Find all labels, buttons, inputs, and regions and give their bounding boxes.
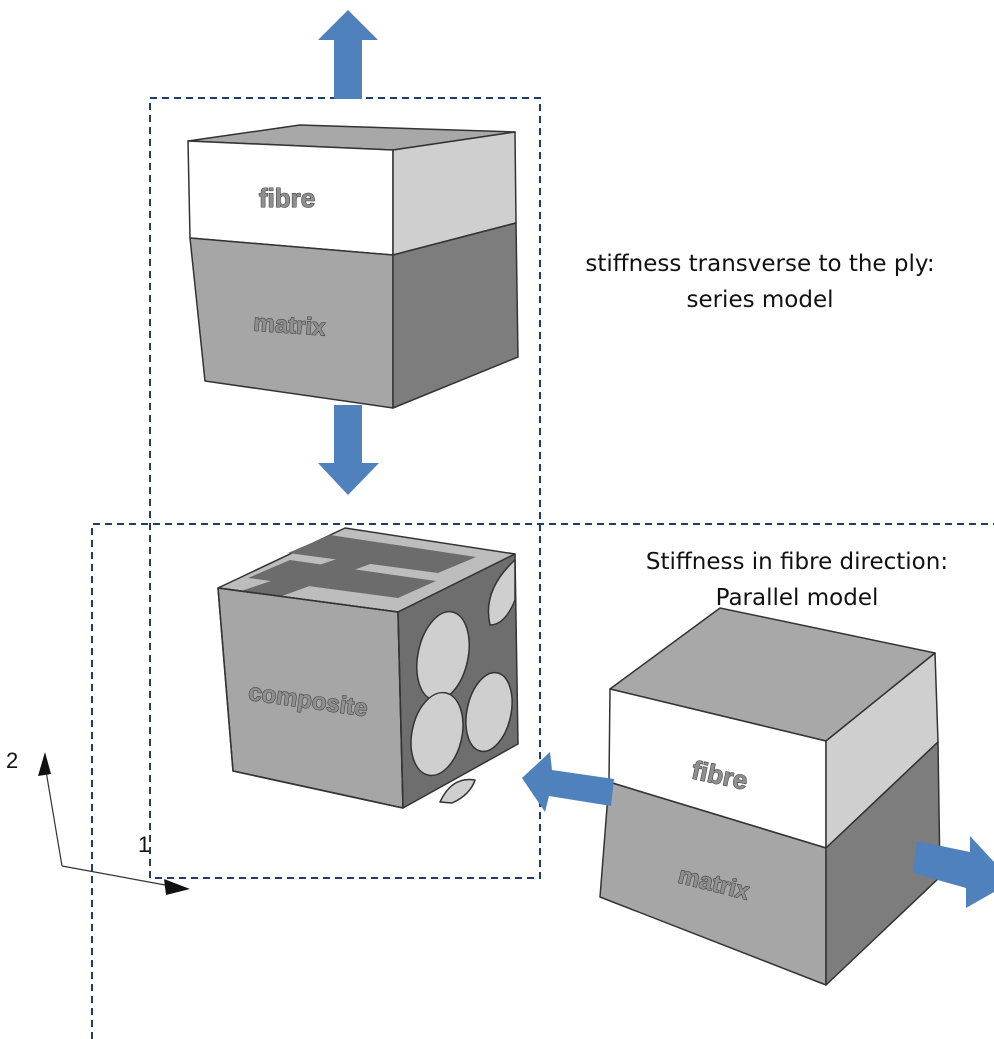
series-block-matrix-side [392,222,519,409]
parallel-model-block: fibre matrix [599,607,941,986]
composite-top-stripe-4 [288,535,476,573]
parallel-arrow-left [522,752,614,812]
parallel-caption-line-2: Parallel model [715,585,879,611]
series-arrow-up [318,10,378,99]
series-block-matrix-label: matrix [253,310,327,342]
series-arrow-down [318,405,379,495]
composite-fibre-partial [487,559,516,626]
composite-fibre-circle [465,671,513,753]
composite-front-face-outline [217,587,404,809]
axis-1-line [61,865,177,888]
axis-2-arrowhead [38,752,51,776]
coordinate-axes [38,752,190,895]
composite-fibre-partial [439,778,476,804]
axis-2-line [44,764,63,867]
parallel-model-dashed-box [91,523,994,1039]
composite-block: composite [217,527,519,809]
composite-fibre-circle [410,691,464,777]
series-block-fibre-label: fibre [259,183,315,213]
parallel-model-caption: Stiffness in fibre direction: Parallel m… [600,544,994,616]
series-model-caption: stiffness transverse to the ply: series … [585,251,935,313]
composite-top-stripe-3 [248,560,436,598]
axis-1-label: 1 [138,832,151,857]
parallel-caption-line-1: Stiffness in fibre direction: [645,549,949,575]
parallel-arrow-right [913,836,994,908]
axis-2-label: 2 [6,748,19,773]
series-model-block: fibre matrix [187,124,519,409]
axis-1-arrowhead [164,879,190,895]
